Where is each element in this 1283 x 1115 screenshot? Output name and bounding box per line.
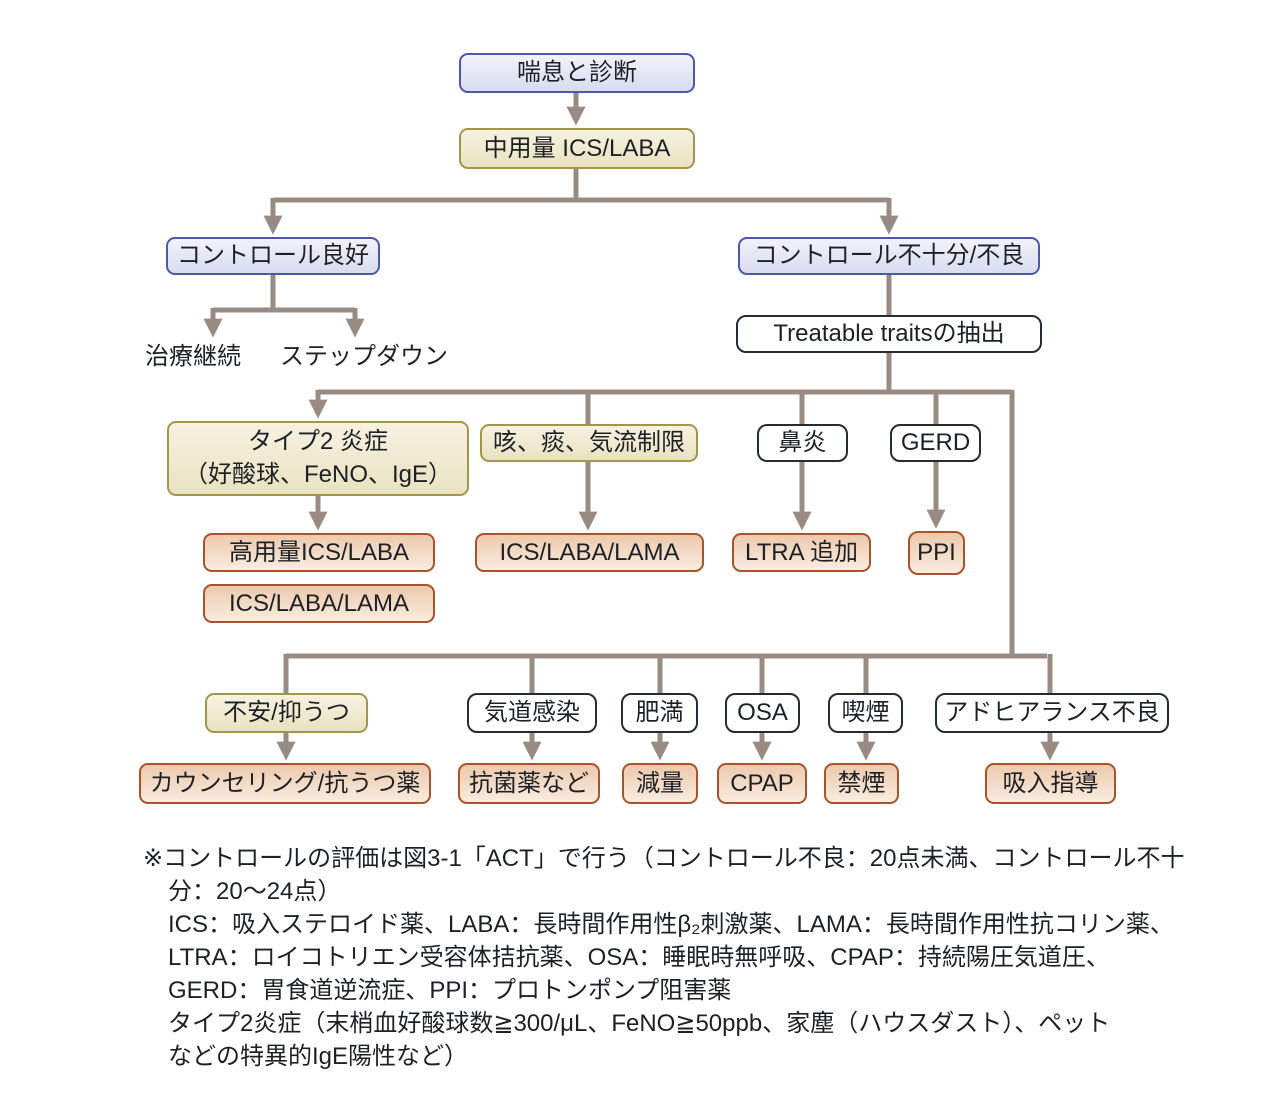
node-airway-infection: 気道感染 (467, 693, 597, 733)
footnote-line: 分：20～24点） (168, 878, 342, 905)
node-type2-inflammation: タイプ2 炎症 （好酸球、FeNO、IgE） (167, 421, 469, 496)
node-type2-sub: （好酸球、FeNO、IgE） (183, 460, 453, 488)
node-cpap: CPAP (717, 763, 807, 804)
node-counseling-antidepressant: カウンセリング/抗うつ薬 (139, 763, 431, 804)
node-antibiotics: 抗菌薬など (458, 763, 600, 804)
node-weight-loss: 減量 (622, 763, 698, 804)
node-high-dose-ics-laba: 高用量ICS/LABA (203, 533, 435, 572)
label-step-down: ステップダウン (280, 343, 448, 370)
node-smoking: 喫煙 (828, 693, 903, 733)
node-ics-laba-lama-left: ICS/LABA/LAMA (203, 584, 435, 623)
footnote-line: ※コントロールの評価は図3-1「ACT」で行う（コントロール不良：20点未満、コ… (143, 845, 1185, 872)
footnote-line: ICS：吸入ステロイド薬、LABA：長時間作用性β₂刺激薬、LAMA：長時間作用… (168, 911, 1174, 938)
node-control-good: コントロール良好 (166, 237, 380, 275)
node-poor-adherence: アドヒアランス不良 (935, 693, 1169, 733)
node-obesity: 肥満 (621, 693, 698, 733)
footnote-line: LTRA：ロイコトリエン受容体拮抗薬、OSA：睡眠時無呼吸、CPAP：持続陽圧気… (168, 944, 1110, 971)
node-control-poor: コントロール不十分/不良 (738, 237, 1040, 275)
label-continue-treatment: 治療継続 (145, 343, 241, 370)
node-medium-dose-ics-laba: 中用量 ICS/LABA (459, 128, 695, 169)
node-gerd: GERD (890, 424, 981, 462)
node-ppi: PPI (908, 531, 965, 575)
node-ics-laba-lama-mid: ICS/LABA/LAMA (475, 533, 704, 572)
node-anxiety-depression: 不安/抑うつ (205, 693, 368, 733)
footnote-line: GERD：胃食道逆流症、PPI：プロトンポンプ阻害薬 (168, 977, 732, 1004)
node-inhaler-guidance: 吸入指導 (985, 763, 1116, 804)
node-type2-title: タイプ2 炎症 (247, 428, 388, 456)
footnotes: ※コントロールの評価は図3-1「ACT」で行う（コントロール不良：20点未満、コ… (143, 842, 1185, 1073)
footnote-line: などの特異的IgE陽性など） (168, 1043, 469, 1070)
node-treatable-traits: Treatable traitsの抽出 (736, 315, 1042, 353)
node-osa: OSA (725, 693, 800, 733)
node-ltra-add: LTRA 追加 (732, 533, 871, 572)
node-asthma-diagnosis: 喘息と診断 (459, 53, 695, 93)
node-quit-smoking: 禁煙 (824, 763, 899, 804)
footnote-line: タイプ2炎症（末梢血好酸球数≧300/μL、FeNO≧50ppb、家塵（ハウスダ… (168, 1010, 1111, 1037)
node-cough-sputum-airflow: 咳、痰、気流制限 (480, 424, 698, 462)
node-rhinitis: 鼻炎 (757, 424, 848, 462)
